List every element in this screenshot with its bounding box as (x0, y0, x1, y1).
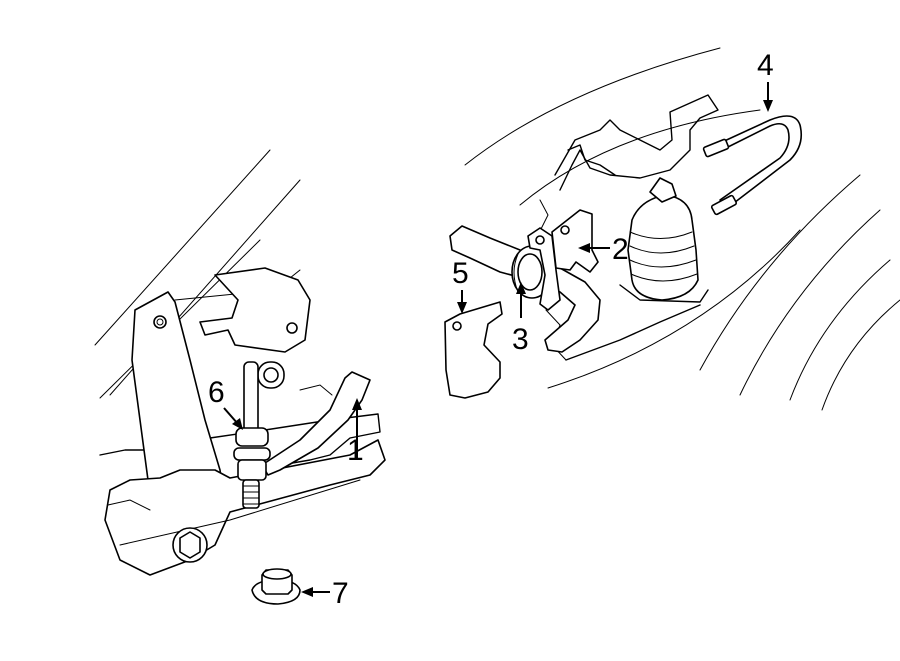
spring-top (649, 177, 677, 203)
callout-3: 3 (512, 282, 529, 356)
link-threaded-end (242, 479, 260, 509)
bushing-clamp (527, 227, 561, 311)
body-panel-line (94, 149, 271, 346)
axle-bolt-hex (179, 531, 201, 559)
link-bushing-base (237, 459, 267, 481)
link-upper-bolt (263, 367, 279, 383)
frame-rail-edge (567, 144, 616, 176)
callout-label-4: 4 (757, 49, 774, 82)
frame-lower-edge (565, 304, 701, 361)
callout-5: 5 (452, 257, 469, 314)
bushing-bracket-rear (551, 209, 599, 273)
wheel-well-arc (821, 299, 900, 411)
link-bushing-upper (235, 427, 269, 447)
callout-4: 4 (757, 49, 774, 112)
link-bushing-lower (233, 447, 271, 461)
wheel-well-arc (699, 174, 861, 371)
arrow-head (516, 282, 526, 294)
thread-lines (242, 485, 260, 505)
bracket-bolt-hole-inner (156, 318, 164, 326)
bar-end-detail (299, 384, 333, 396)
axle-housing-detail (107, 499, 151, 511)
wheel-well-arc (739, 209, 881, 396)
link-rod (243, 361, 259, 433)
right-suspension-assembly (444, 47, 900, 411)
frame-rail (554, 94, 719, 191)
mount-bolt-hole (286, 322, 298, 334)
spring-coil (629, 231, 693, 239)
arrow-head (352, 398, 362, 410)
coil-spring (627, 177, 699, 301)
bushing-ridge (513, 253, 519, 293)
axle-housing-detail (119, 479, 361, 546)
callout-label-3: 3 (512, 323, 529, 356)
wheel-well-arc (789, 259, 891, 401)
clamp-bolt-hole (535, 235, 545, 245)
body-outline (547, 229, 801, 389)
u-bolt-bend (719, 115, 803, 207)
u-bolt-thread-upper (702, 138, 730, 158)
stabilizer-nut (251, 568, 301, 605)
callout-7: 7 (301, 577, 349, 610)
spring-coil (629, 259, 697, 268)
arrow-head (763, 100, 773, 112)
callout-6: 6 (208, 376, 243, 430)
bracket-bolt-hole (153, 315, 167, 329)
left-suspension-assembly (94, 149, 386, 576)
stabilizer-link (233, 361, 285, 509)
bracket-front-hole (452, 321, 462, 331)
arrow-head (457, 302, 467, 314)
bushing-inner (517, 253, 543, 291)
u-bolt (702, 115, 803, 216)
callout-1: 1 (347, 398, 364, 467)
arrow-head (578, 243, 590, 253)
body-outline (464, 47, 721, 166)
stabilizer-bar-end (261, 371, 371, 476)
spring-seat (619, 284, 709, 303)
bracket-rear-hole (560, 225, 570, 235)
body-outline (519, 109, 761, 206)
upper-mount-bracket (199, 267, 311, 353)
arrow-head (232, 418, 243, 430)
spring-coil (630, 273, 698, 282)
callout-label-1: 1 (347, 434, 364, 467)
callout-label-2: 2 (612, 233, 629, 266)
bushing-bracket-front (444, 301, 503, 399)
callout-label-6: 6 (208, 376, 225, 409)
arrow-head (301, 587, 313, 597)
callout-label-7: 7 (332, 577, 349, 610)
callout-2: 2 (578, 233, 629, 266)
callout-label-5: 5 (452, 257, 469, 290)
nut-top (262, 568, 292, 580)
u-bolt-thread-lower (710, 194, 738, 216)
spring-coil (629, 245, 695, 254)
spring-body (627, 194, 699, 301)
